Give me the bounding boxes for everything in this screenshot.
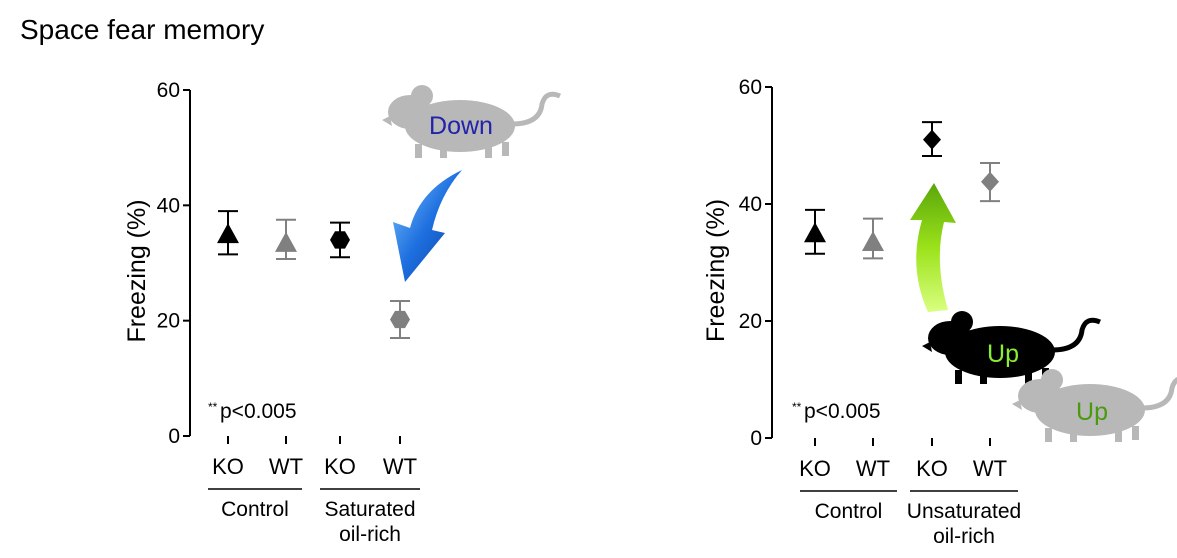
- category-label: KO: [916, 456, 948, 481]
- y-axis-label: Freezing (%): [123, 199, 151, 342]
- y-tick-label: 40: [739, 193, 762, 216]
- category-label: WT: [269, 454, 303, 479]
- point-marker: [923, 129, 941, 150]
- point-marker: [804, 222, 826, 243]
- y-tick-label: 20: [739, 310, 762, 333]
- point-marker: [862, 231, 884, 252]
- category-label: WT: [973, 456, 1007, 481]
- y-axis-label: Freezing (%): [702, 199, 730, 342]
- significance-stars: **: [792, 400, 802, 414]
- mouse-gray-icon: [382, 85, 561, 158]
- data-point: [275, 218, 297, 260]
- y-tick-label: 60: [739, 76, 762, 99]
- y-tick-label: 40: [157, 194, 180, 217]
- mouse-gray-icon: [1012, 369, 1177, 442]
- group-label: oil-rich: [933, 525, 995, 548]
- significance-text: p<0.005: [220, 400, 297, 423]
- category-label: KO: [799, 456, 831, 481]
- up-arrow-icon: [910, 183, 956, 312]
- y-tick-label: 60: [157, 79, 180, 102]
- group-label: Saturated: [324, 498, 415, 521]
- point-marker: [390, 310, 410, 329]
- data-point: [980, 162, 1000, 203]
- significance-text: p<0.005: [804, 400, 881, 423]
- group-label: Control: [815, 500, 883, 523]
- data-point: [862, 217, 884, 260]
- group-label: Unsaturated: [907, 500, 1021, 523]
- data-point: [922, 121, 942, 158]
- group-label: Control: [221, 498, 289, 521]
- page-title: Space fear memory: [20, 14, 265, 45]
- annotation-up-text: Up: [987, 340, 1019, 368]
- category-label: KO: [324, 454, 356, 479]
- y-tick-label: 20: [157, 310, 180, 333]
- group-label: oil-rich: [339, 523, 401, 546]
- category-label: KO: [212, 454, 244, 479]
- mouse-black-icon: [922, 311, 1101, 384]
- annotation-down-text: Down: [429, 112, 493, 140]
- y-tick-label: 0: [168, 425, 180, 448]
- data-point: [217, 210, 239, 256]
- point-marker: [217, 223, 239, 244]
- data-point: [390, 300, 410, 339]
- data-point: [330, 221, 350, 259]
- significance-stars: **: [208, 400, 218, 414]
- category-label: WT: [383, 454, 417, 479]
- annotation-up-text: Up: [1076, 398, 1108, 426]
- y-tick-label: 0: [750, 427, 762, 450]
- point-marker: [275, 231, 297, 252]
- point-marker: [981, 171, 999, 192]
- down-arrow-icon: [393, 170, 462, 282]
- category-label: WT: [856, 456, 890, 481]
- point-marker: [330, 231, 350, 249]
- data-point: [804, 208, 826, 255]
